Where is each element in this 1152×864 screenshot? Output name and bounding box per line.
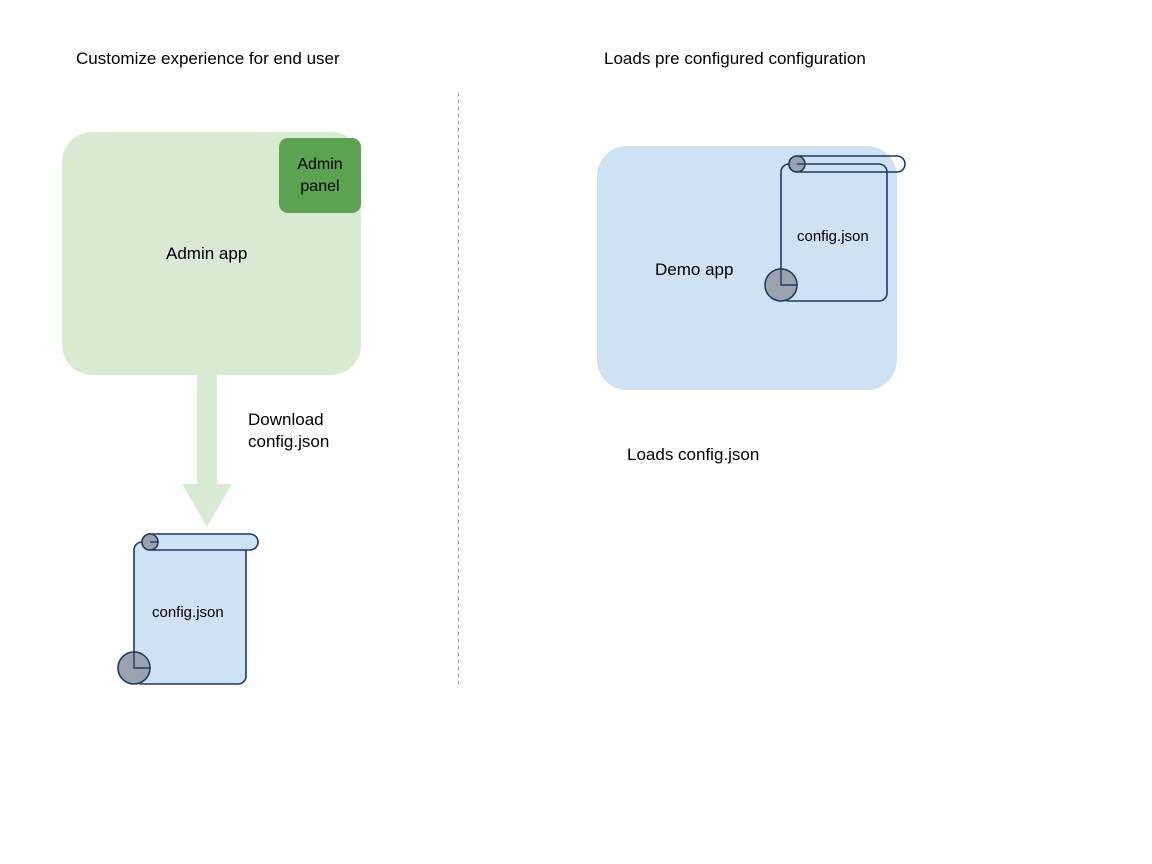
- config-json-label-right: config.json: [797, 228, 869, 245]
- config-json-label-left: config.json: [152, 604, 224, 621]
- admin-app-label: Admin app: [166, 244, 248, 263]
- admin-panel-label-line1: Admin: [297, 155, 343, 173]
- admin-panel-button[interactable]: Admin panel: [279, 138, 361, 213]
- section-divider: [458, 93, 459, 687]
- loads-config-caption: Loads config.json: [627, 445, 760, 464]
- demo-app-label: Demo app: [655, 260, 734, 279]
- config-json-document-right[interactable]: [764, 151, 920, 311]
- left-section-title: Customize experience for end user: [76, 49, 340, 68]
- right-section-title: Loads pre configured configuration: [604, 49, 866, 68]
- download-arrow-icon: [182, 372, 232, 527]
- admin-panel-label-line2: panel: [300, 177, 340, 195]
- demo-app-container: [597, 146, 897, 390]
- admin-panel-label: Admin panel: [297, 154, 342, 198]
- config-json-document-left[interactable]: [117, 528, 270, 693]
- download-label-line1: Download: [248, 410, 324, 429]
- download-label-line2: config.json: [248, 432, 330, 451]
- download-arrow-label: Download config.json: [248, 409, 329, 453]
